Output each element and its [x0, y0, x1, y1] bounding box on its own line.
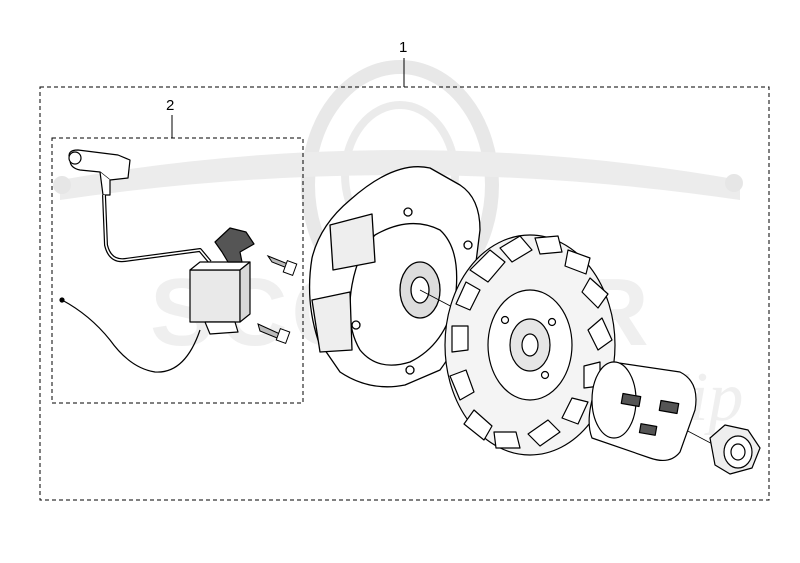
ignition-coil-icon [59, 149, 255, 373]
flywheel-icon [444, 234, 616, 456]
starter-cup-icon [588, 361, 697, 462]
coil-bolt-upper-icon [266, 254, 298, 276]
assembly-2-border [51, 137, 304, 404]
stator-housing-icon [308, 166, 481, 388]
callout-2-label: 2 [166, 97, 174, 114]
callout-1-label: 1 [399, 39, 407, 56]
flange-nut-icon [709, 424, 761, 475]
coil-bolt-lower-icon [257, 323, 291, 344]
